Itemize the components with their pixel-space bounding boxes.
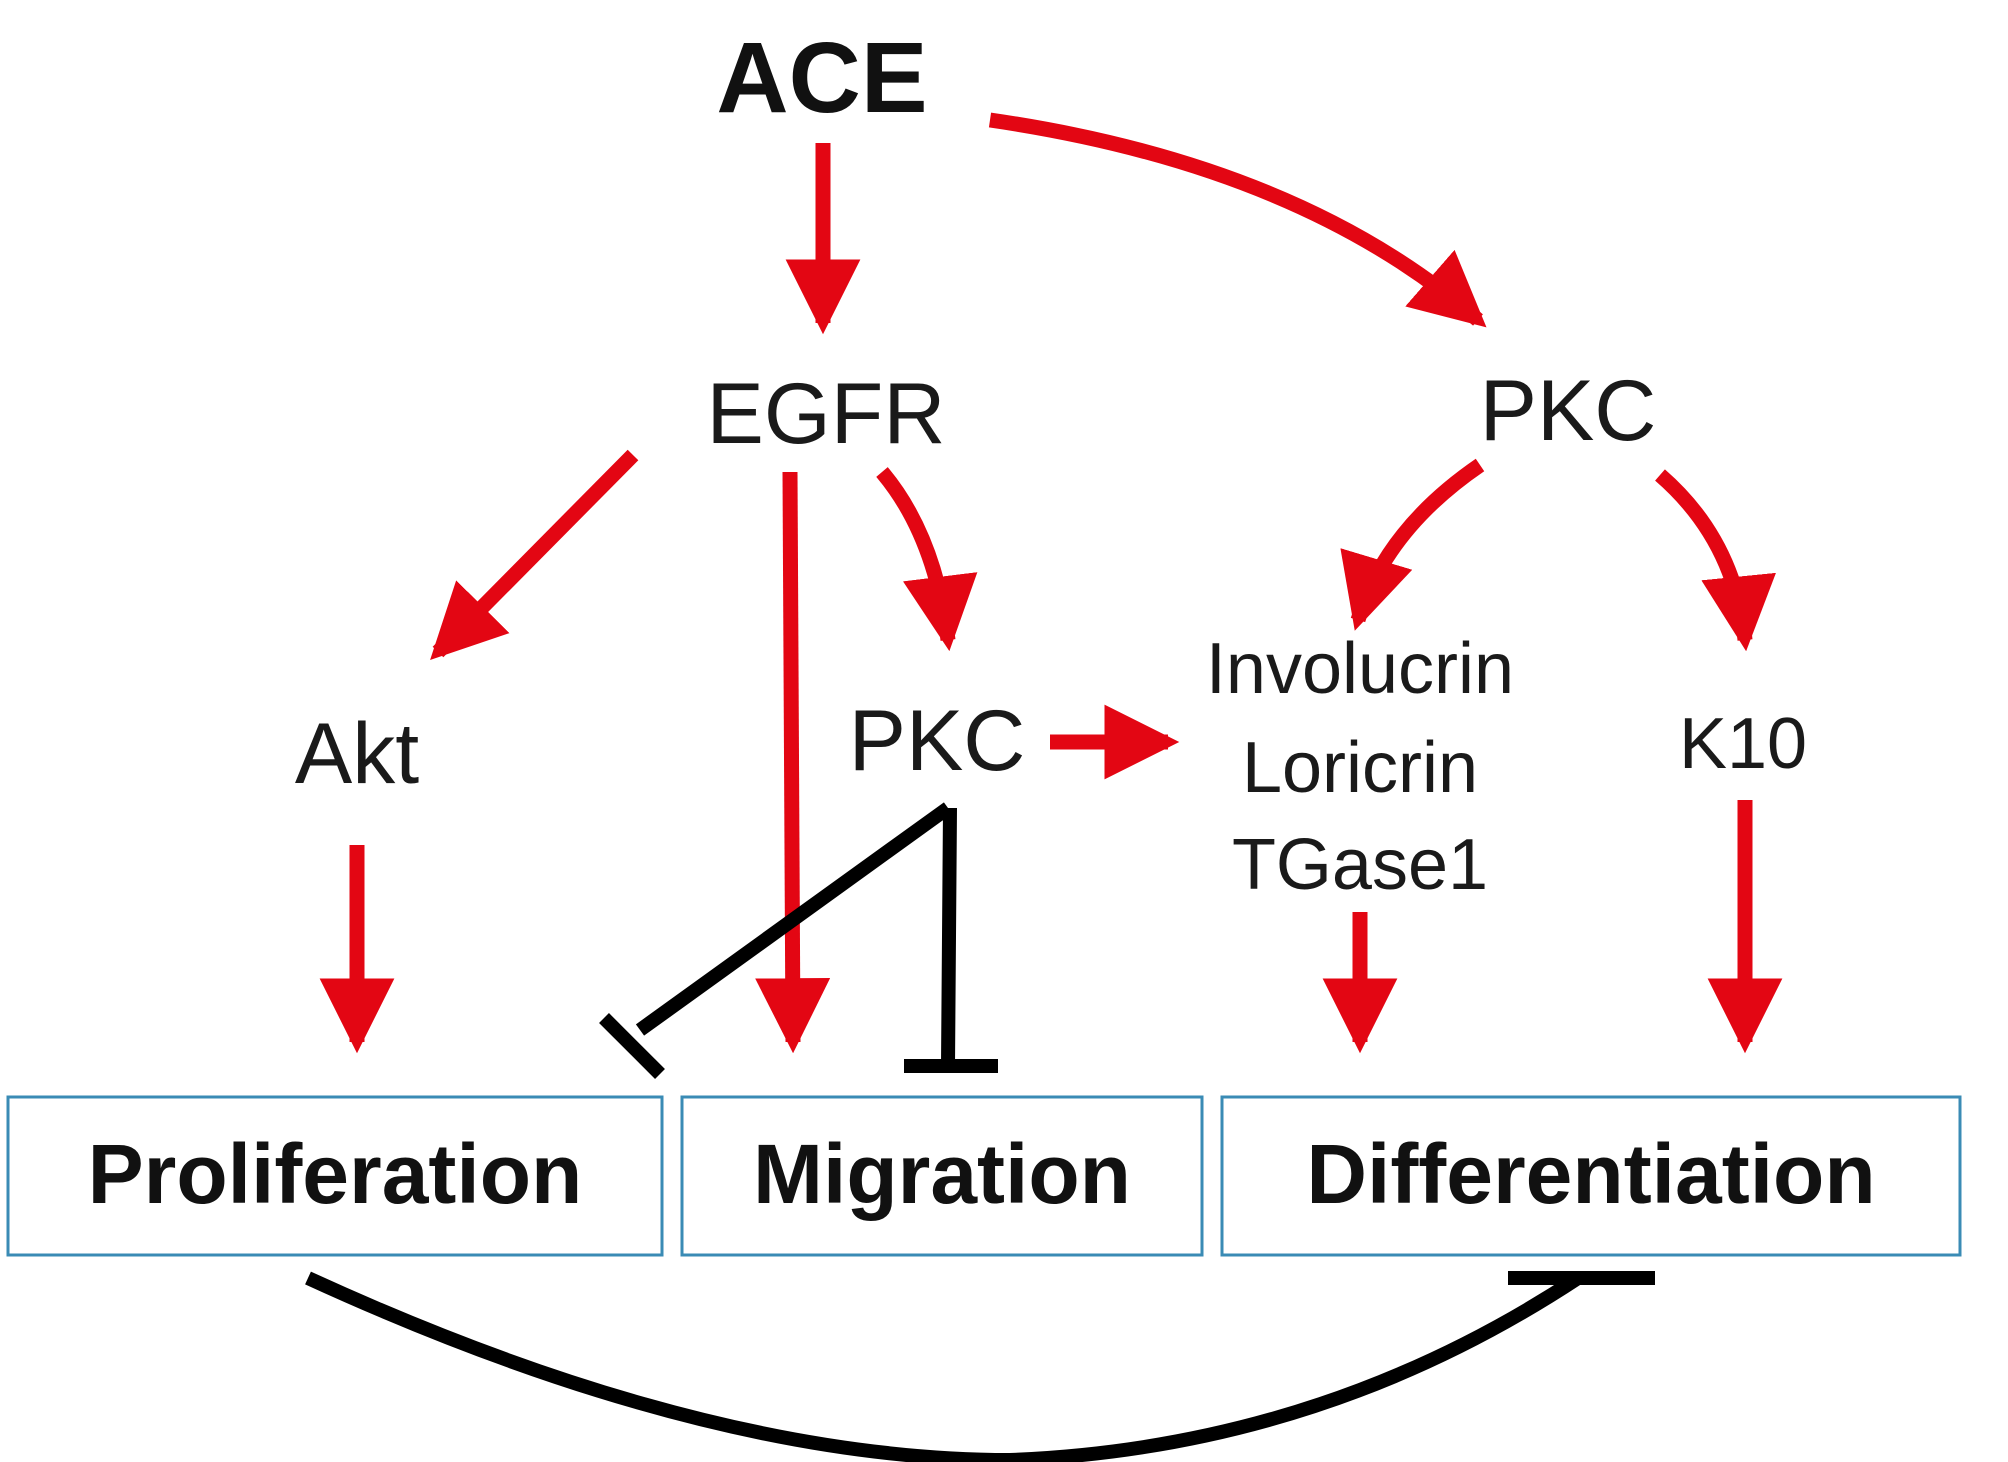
differentiation-label: Differentiation <box>1306 1127 1875 1221</box>
arrow-ace-pkc <box>988 112 1487 328</box>
activation-arrows <box>319 112 1783 1054</box>
inhibition-lines <box>305 802 1655 1462</box>
differentiation-box: Differentiation <box>1220 1095 1962 1257</box>
proliferation-label: Proliferation <box>88 1127 583 1221</box>
pkc-mid-label: PKC <box>849 693 1026 789</box>
tgase1-label: TGase1 <box>1232 825 1488 905</box>
ace-label: ACE <box>716 22 927 134</box>
arrow-pkc-k10 <box>1655 469 1776 652</box>
arrow-egfr-pkc <box>876 467 978 652</box>
egfr-label: EGFR <box>707 366 946 462</box>
migration-label: Migration <box>753 1127 1131 1221</box>
proliferation-box-frame <box>6 1095 664 1257</box>
inhibition-proliferation-differentiation <box>305 1271 1582 1462</box>
arrow-egfr-migration <box>755 471 831 1054</box>
pkc-top-label: PKC <box>1480 363 1657 459</box>
loricrin-label: Loricrin <box>1242 728 1478 808</box>
arrow-egfr-akt <box>430 449 639 660</box>
migration-box: Migration <box>680 1095 1204 1257</box>
k10-label: K10 <box>1679 704 1807 784</box>
involucrin-label: Involucrin <box>1206 629 1514 709</box>
inhibition-bar-proliferation <box>599 1013 665 1079</box>
inhibition-pkc-proliferation <box>635 802 957 1066</box>
arrow-pkc-markers <box>1340 458 1485 631</box>
akt-label: Akt <box>295 706 419 802</box>
migration-box-frame <box>680 1095 1204 1257</box>
differentiation-box-frame <box>1220 1095 1962 1257</box>
proliferation-box: Proliferation <box>6 1095 664 1257</box>
